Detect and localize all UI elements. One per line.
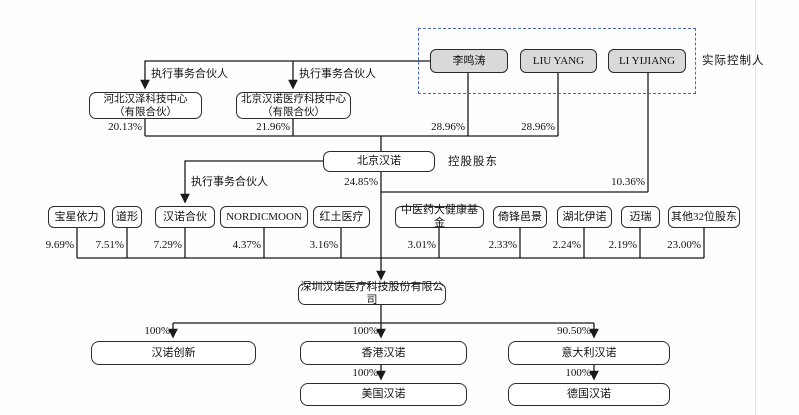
pct-mairui: 2.19% (608, 239, 637, 251)
actual-controllers-group-frame (418, 28, 696, 94)
node-li-mingtao: 李鸣涛 (430, 49, 508, 73)
node-germany-hannuo: 德国汉诺 (508, 383, 670, 406)
pct-hannuo-hehuo: 7.29% (153, 239, 182, 251)
pct-hongtu-yiliao: 3.16% (309, 239, 338, 251)
node-usa-hannuo: 美国汉诺 (300, 383, 467, 406)
pct-li-mingtao: 28.96% (431, 121, 465, 133)
node-shenzhen-hannuo: 深圳汉诺医疗科技股份有限公司 (298, 281, 446, 306)
executing-partner-label-lower: 执行事务合伙人 (191, 176, 268, 188)
executing-partner-label-left: 执行事务合伙人 (151, 68, 228, 80)
pct-daoxing: 7.51% (95, 239, 124, 251)
node-other-32-shareholders: 其他32位股东 (668, 206, 740, 228)
node-hongtu-yiliao: 红土医疗 (313, 206, 370, 228)
pct-germany-hannuo: 100% (565, 367, 591, 379)
node-italy-hannuo: 意大利汉诺 (508, 341, 670, 365)
pct-baoxing-yili: 9.69% (45, 239, 74, 251)
pct-hubei-yinuo: 2.24% (552, 239, 581, 251)
node-nordicmoon: NORDICMOON (220, 206, 308, 228)
actual-controller-label: 实际控制人 (702, 55, 765, 67)
pct-zhongyiyao-fund: 3.01% (407, 239, 436, 251)
pct-li-yijiang: 10.36% (611, 176, 645, 188)
pct-beijing-hannuo-center: 21.96% (256, 121, 290, 133)
pct-hannuo-chuangxin: 100% (144, 325, 170, 337)
node-li-yijiang: LI YIJIANG (608, 49, 686, 73)
node-hebei-hanze: 河北汉泽科技中心 （有限合伙） (89, 92, 202, 119)
pct-hebei-hanze: 20.13% (108, 121, 142, 133)
pct-other-32-shareholders: 23.00% (667, 239, 701, 251)
pct-liu-yang: 28.96% (521, 121, 555, 133)
pct-usa-hannuo: 100% (352, 367, 378, 379)
node-hubei-yinuo: 湖北伊诺 (557, 206, 612, 228)
executing-partner-label-mid: 执行事务合伙人 (299, 68, 376, 80)
node-baoxing-yili: 宝星依力 (48, 206, 105, 228)
pct-hongkong-hannuo: 100% (352, 325, 378, 337)
node-liu-yang: LIU YANG (520, 49, 597, 73)
node-hannuo-hehuo: 汉诺合伙 (155, 206, 215, 228)
node-yifeng-yijing: 倚锋邑景 (493, 206, 547, 228)
page-edge-divider (755, 0, 756, 415)
node-zhongyiyao-fund: 中医药大健康基金 (395, 204, 484, 229)
node-beijing-hannuo-center: 北京汉诺医疗科技中心 （有限合伙） (236, 92, 351, 119)
node-hannuo-chuangxin: 汉诺创新 (91, 341, 256, 365)
pct-beijing-hannuo: 24.85% (344, 176, 378, 188)
pct-yifeng-yijing: 2.33% (488, 239, 517, 251)
node-mairui: 迈瑞 (621, 206, 660, 228)
pct-italy-hannuo: 90.50% (557, 325, 591, 337)
pct-nordicmoon: 4.37% (232, 239, 261, 251)
controlling-shareholder-label: 控股股东 (448, 156, 498, 168)
node-beijing-hannuo: 北京汉诺 (323, 151, 435, 172)
node-hongkong-hannuo: 香港汉诺 (300, 341, 467, 365)
node-daoxing: 道形 (112, 206, 142, 228)
